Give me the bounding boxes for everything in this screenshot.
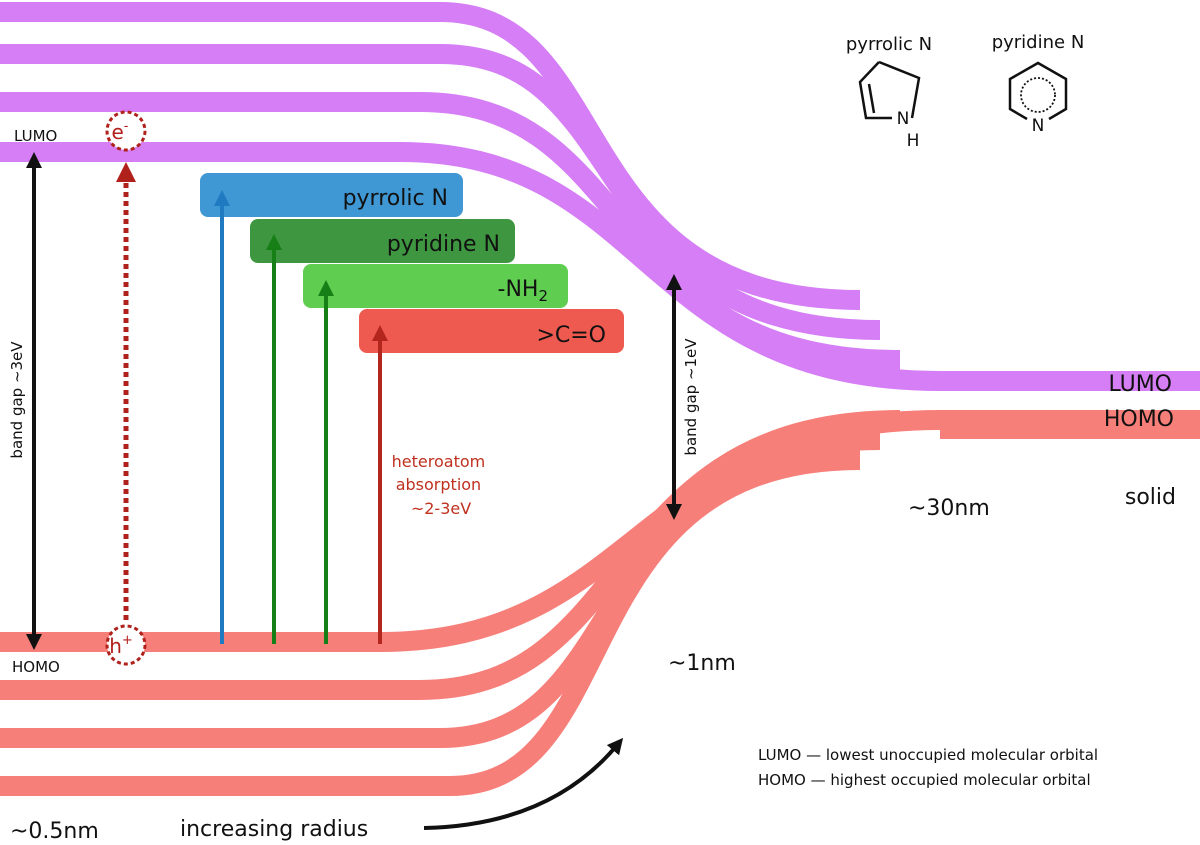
level-co-box — [359, 309, 624, 353]
pyrrolic-structure-title: pyrrolic N — [846, 34, 932, 55]
solid-label: solid — [1125, 485, 1176, 510]
homo-label-left: HOMO — [12, 658, 60, 676]
pyrrole-double-bond — [867, 83, 876, 114]
increasing-radius-arrow — [423, 737, 624, 830]
electron-circle — [105, 110, 147, 152]
level-pyridine: pyridine N — [250, 219, 515, 263]
homo-band-2 — [0, 410, 901, 700]
hole-label: h+ — [109, 633, 133, 658]
level-nh2: -NH2 — [303, 264, 568, 308]
homo-bands — [0, 410, 1200, 796]
pyrrolic-structure: pyrrolic N N H — [846, 34, 932, 151]
homo-band-4 — [0, 450, 861, 796]
pyrrole-N: N — [897, 109, 910, 129]
level-pyrrolic-label: pyrrolic N — [343, 186, 448, 211]
lumo-label-right: LUMO — [1108, 372, 1172, 397]
band-gap-large-label: band gap ~1eV — [682, 338, 700, 456]
pyrrole-ring — [858, 60, 921, 120]
band-gap-small-label: band gap ~3eV — [8, 341, 26, 459]
pyridine-structure: pyridine N N — [992, 32, 1085, 136]
pyridine-structure-title: pyridine N — [992, 32, 1085, 53]
legend-lumo: LUMO — lowest unoccupied molecular orbit… — [758, 746, 1098, 764]
hole-circle — [105, 624, 147, 666]
electron-label: e- — [111, 119, 128, 144]
pyridine-aromatic-circle — [1020, 77, 1056, 113]
size-label-small: ~0.5nm — [10, 819, 99, 844]
level-co: >C=O — [359, 309, 624, 353]
lumo-band-3 — [0, 44, 881, 340]
level-pyridine-box — [250, 219, 515, 263]
level-nh2-box — [303, 264, 568, 308]
level-pyrrolic: pyrrolic N — [200, 173, 463, 217]
heteroatom-annotation: heteroatom absorption ~2-3eV — [392, 452, 491, 518]
level-pyridine-label: pyridine N — [387, 232, 500, 257]
pyridine-ring — [1008, 61, 1068, 121]
lumo-bands — [0, 2, 1200, 391]
size-label-mid: ~1nm — [668, 651, 736, 676]
size-label-large: ~30nm — [908, 496, 990, 521]
homo-label-right: HOMO — [1104, 407, 1174, 432]
level-pyrrolic-box — [200, 173, 463, 217]
lumo-label-left: LUMO — [14, 127, 57, 145]
increasing-radius-label: increasing radius — [180, 817, 368, 842]
legend-homo: HOMO — highest occupied molecular orbita… — [758, 771, 1091, 789]
pyrrole-H: H — [907, 131, 920, 151]
level-co-label: >C=O — [536, 323, 606, 348]
lumo-band-1 — [0, 142, 1200, 391]
level-nh2-label: -NH2 — [498, 277, 549, 305]
pyridine-N: N — [1032, 116, 1045, 136]
